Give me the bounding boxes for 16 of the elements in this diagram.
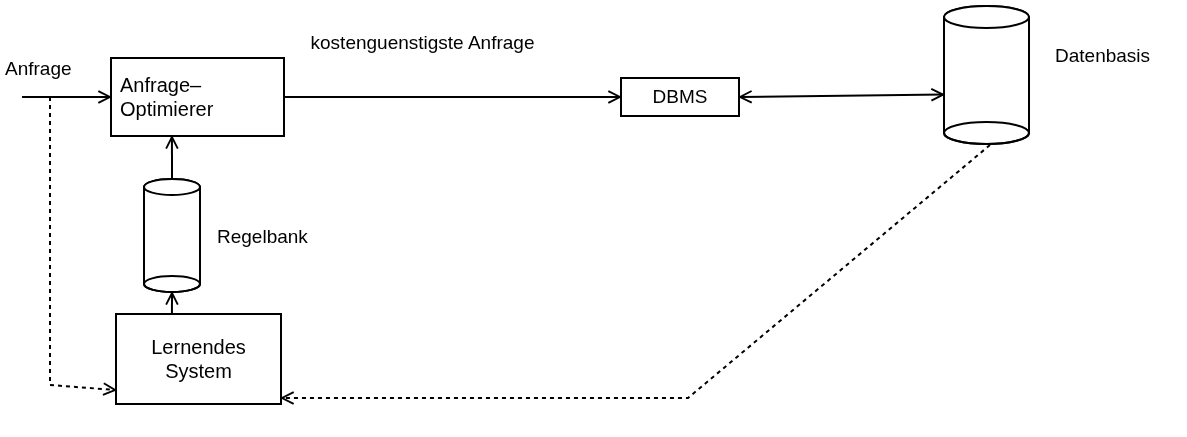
database-label: Regelbank xyxy=(217,226,308,248)
process-box xyxy=(110,57,285,137)
process-box xyxy=(620,77,740,117)
arrow xyxy=(165,136,179,179)
arrow xyxy=(739,87,944,104)
arrow xyxy=(49,96,116,396)
arrow xyxy=(21,90,111,104)
arrow xyxy=(281,144,991,405)
arrow xyxy=(284,90,621,104)
process-name: Anfrage– Optimierer xyxy=(119,73,215,121)
process-name: DBMS xyxy=(652,85,708,109)
process-box xyxy=(115,313,282,405)
arrow xyxy=(165,292,179,314)
input-label: Anfrage xyxy=(5,58,72,80)
database-label: Datenbasis xyxy=(1055,45,1151,67)
process-name: Lernendes System xyxy=(150,335,247,383)
